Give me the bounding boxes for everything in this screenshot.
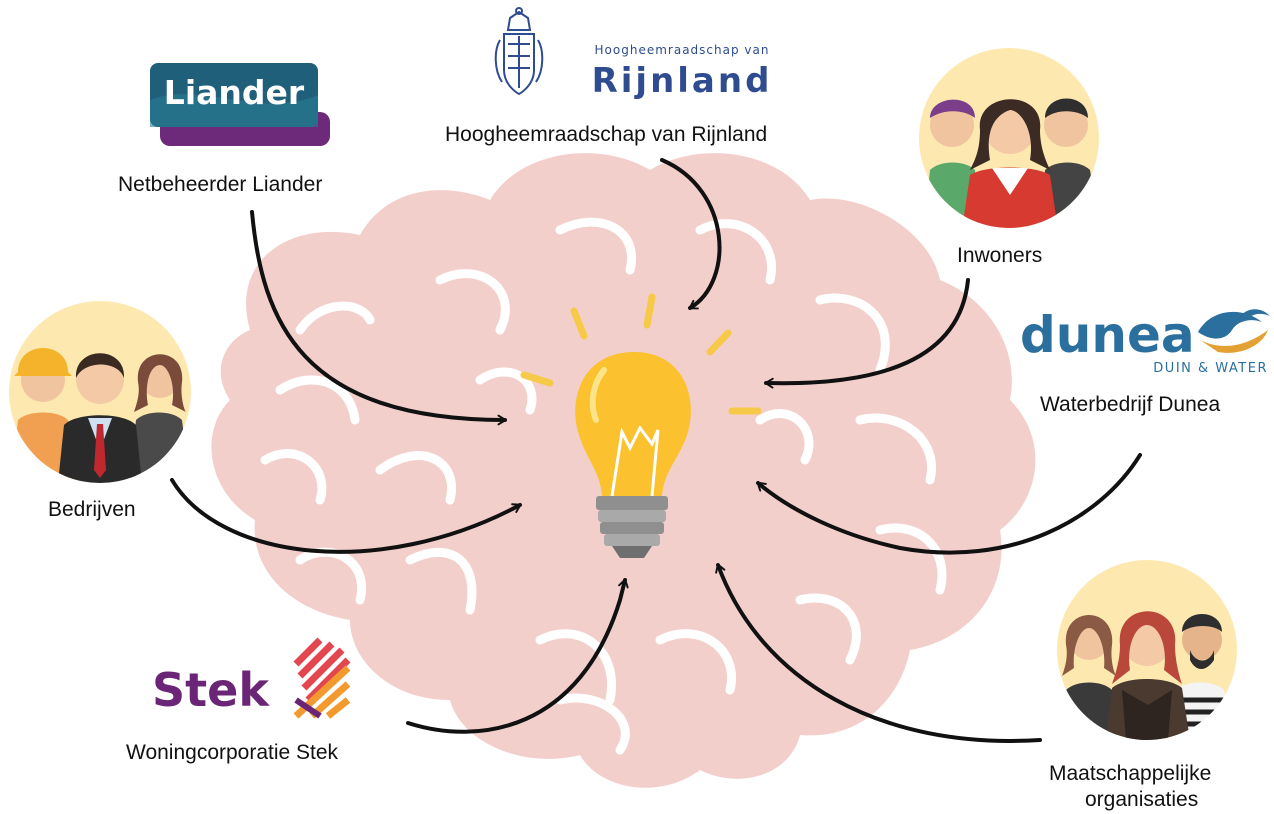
label-inwoners: Inwoners (957, 244, 1043, 267)
rijnland-logo-small: Hoogheemraadschap van (595, 43, 770, 57)
dunea-logo-text: dunea (1020, 306, 1195, 364)
inwoners-avatar (919, 48, 1099, 228)
rijnland-logo: Hoogheemraadschap van Rijnland (494, 7, 773, 101)
people-avatar-icon (924, 98, 1099, 228)
stek-logo: Stek (152, 637, 351, 719)
arrow-maatschappelijke (715, 563, 1042, 743)
arrow-bedrijven (170, 478, 522, 554)
bedrijven-avatar (9, 301, 191, 483)
dunea-logo-sub: DUIN & WATER (1153, 361, 1268, 376)
arrow-inwoners (764, 278, 970, 389)
arrow-liander (250, 210, 507, 426)
label-liander: Netbeheerder Liander (118, 173, 323, 196)
label-rijnland: Hoogheemraadschap van Rijnland (445, 123, 768, 146)
stek-house-icon (293, 637, 351, 719)
arrow-stek (406, 578, 629, 734)
label-dunea: Waterbedrijf Dunea (1040, 393, 1221, 416)
liander-logo: Liander (150, 63, 330, 146)
liander-logo-text: Liander (164, 73, 305, 112)
label-maatschappelijke-line2: organisaties (1085, 788, 1199, 811)
arrow-dunea (756, 453, 1142, 555)
dunea-logo: dunea DUIN & WATER (1020, 306, 1270, 376)
rijnland-crest-icon (494, 7, 544, 96)
lightbulb-icon (520, 293, 762, 558)
label-maatschappelijke-line1: Maatschappelijke (1049, 762, 1212, 785)
label-stek: Woningcorporatie Stek (126, 741, 339, 764)
label-bedrijven: Bedrijven (48, 498, 136, 521)
rijnland-logo-big: Rijnland (592, 61, 773, 101)
dunea-wave-icon (1198, 309, 1270, 353)
maatschappelijke-avatar (1057, 560, 1237, 740)
stek-logo-text: Stek (152, 663, 270, 717)
organisations-avatar-icon (1060, 611, 1232, 740)
arrow-rijnland (660, 158, 722, 310)
workers-avatar-icon (10, 348, 190, 483)
